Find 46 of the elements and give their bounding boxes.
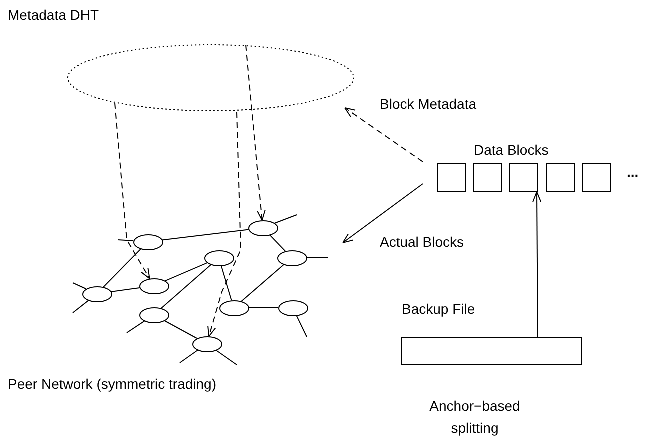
network-link: [274, 214, 298, 224]
data-block: [582, 163, 611, 192]
network-link: [126, 320, 146, 334]
network-link: [296, 314, 308, 338]
heading-text: Data Blocks: [474, 142, 549, 158]
network-link: [72, 282, 87, 290]
network-link: [220, 264, 232, 302]
dashed-arrow: [208, 112, 242, 338]
node-label: Anchor−based splitting: [428, 397, 522, 438]
network-link: [110, 288, 140, 292]
network-link: [118, 240, 134, 242]
peer-node: [248, 220, 278, 236]
peer-node: [82, 286, 112, 302]
network-link: [241, 264, 285, 302]
data-block: [509, 163, 538, 192]
peer-node: [204, 250, 234, 266]
heading-text: Backup File: [402, 301, 476, 317]
dashed-arrow: [114, 102, 150, 280]
data-block: [546, 163, 575, 192]
network-link: [215, 350, 238, 366]
peer-node: [140, 278, 168, 294]
network-link: [162, 229, 250, 241]
network-link: [160, 264, 212, 309]
data-block: [437, 163, 466, 192]
network-link: [164, 262, 208, 282]
dashed-arrow: [246, 44, 266, 221]
network-link: [103, 248, 142, 288]
peer-node: [140, 308, 168, 322]
peer-node: [220, 300, 248, 316]
network-link: [180, 350, 199, 364]
peer-node: [134, 234, 162, 250]
arrow: [342, 184, 424, 244]
arrow: [532, 192, 542, 338]
peer-node: [278, 250, 306, 266]
data-block: [473, 163, 502, 192]
edge-label: Actual Blocks: [380, 234, 464, 250]
dashed-arrow: [344, 108, 424, 162]
network-link: [72, 300, 90, 314]
edge-label: Block Metadata: [380, 96, 476, 112]
network-link: [164, 320, 198, 339]
ellipsis-mark: ...: [627, 164, 639, 180]
heading-text: Peer Network (symmetric trading): [8, 376, 216, 392]
peer-node: [278, 300, 308, 316]
heading-text: Metadata DHT: [8, 7, 100, 23]
peer-node: [192, 336, 222, 352]
network-link: [269, 234, 286, 252]
